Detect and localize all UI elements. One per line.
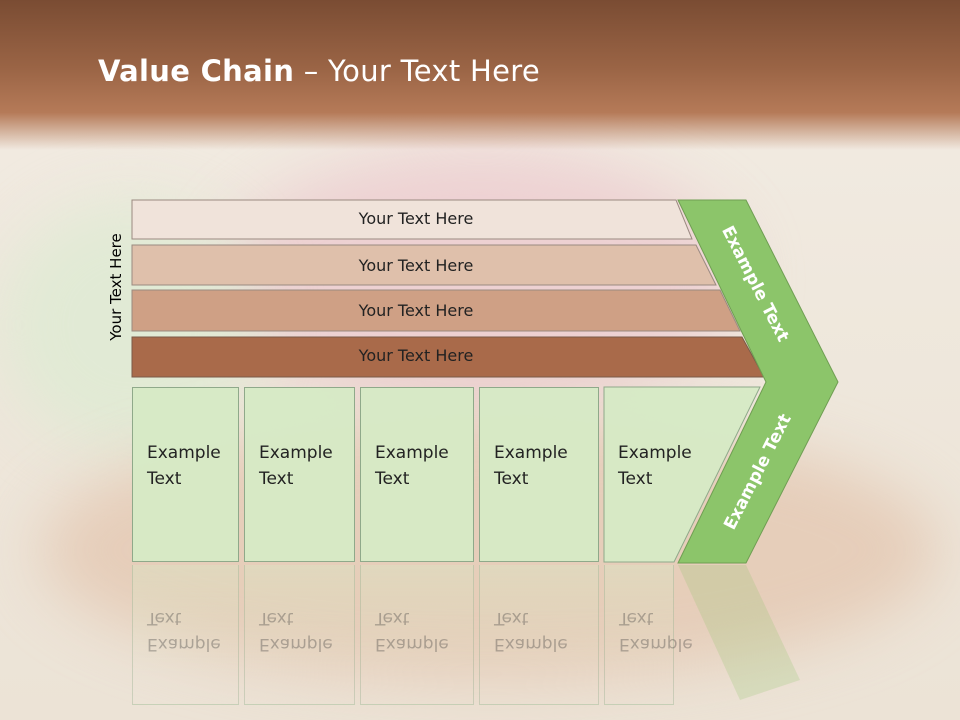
reflection-2-line-2: Text [259,608,294,628]
box-5-line-1: Example [618,443,692,463]
reflection-1-line-1: Example [147,634,221,654]
bar-2-label: Your Text Here [358,256,474,275]
reflection-3-line-1: Example [375,634,449,654]
bar-2 [131,244,717,286]
box-5-line-2: Text [618,469,653,489]
reflection-4-line-1: Example [494,634,568,654]
title-bold: Value Chain [98,54,295,88]
bar-1-label: Your Text Here [358,209,474,228]
reflection-4-line-2: Text [494,608,529,628]
reflection-1-line-2: Text [147,608,182,628]
box-5-wedge [603,386,761,563]
box-4-line-2: Text [494,469,529,489]
reflection-3: Example Text [360,565,474,705]
page-title: Value Chain – Your Text Here [98,54,540,88]
box-1-line-1: Example [147,443,221,463]
bar-4-label: Your Text Here [358,346,474,365]
box-1-line-2: Text [147,469,182,489]
reflection-5-line-2: Text [619,608,654,628]
chevron-arrow [677,199,839,564]
chevron-reflection [678,565,800,700]
header-band [0,0,960,150]
bar-3 [131,289,741,332]
reflection-3-line-2: Text [375,608,410,628]
box-3-line-2: Text [375,469,410,489]
bar-3-label: Your Text Here [358,301,474,320]
reflection-5: Example Text [604,565,693,705]
box-4-line-1: Example [494,443,568,463]
reflection-5-line-1: Example [619,634,693,654]
bar-1 [131,199,693,240]
reflection-2-line-1: Example [259,634,333,654]
box-2-line-1: Example [259,443,333,463]
box-2-line-2: Text [259,469,294,489]
title-rest: – Your Text Here [294,54,540,88]
reflection-4: Example Text [479,565,599,705]
box-3-line-1: Example [375,443,449,463]
reflection-2: Example Text [244,565,355,705]
reflection-1: Example Text [132,565,239,705]
